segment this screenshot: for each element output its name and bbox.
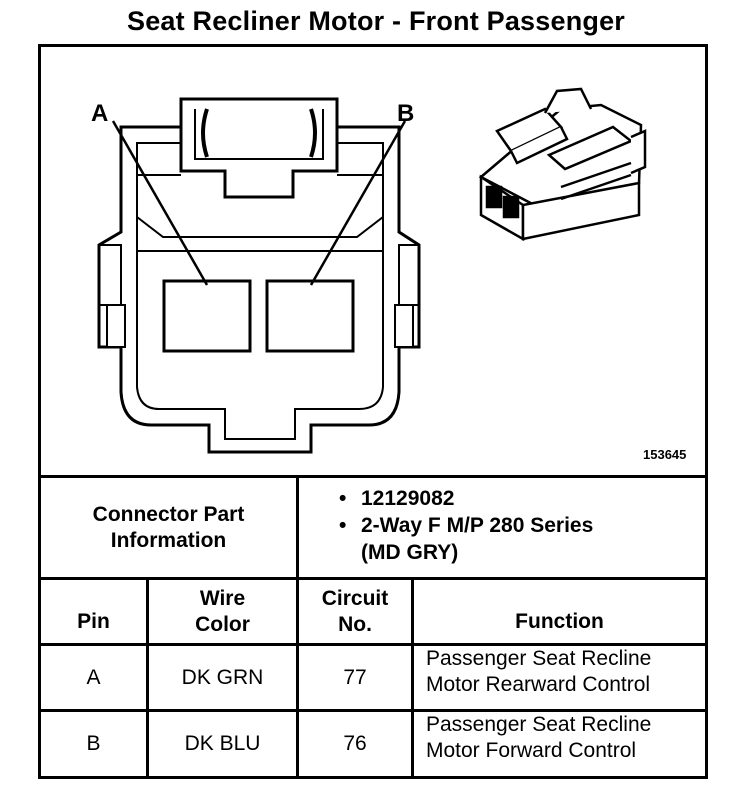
page-title: Seat Recliner Motor - Front Passenger bbox=[126, 6, 625, 36]
header-wire-color: Wire Color bbox=[195, 586, 250, 636]
connector-info-frame: A B 153645 Connector Part Information •1… bbox=[38, 44, 708, 779]
connector-perspective-view bbox=[478, 87, 647, 242]
divider-connector-info bbox=[41, 577, 705, 580]
row-a-pin: A bbox=[86, 665, 101, 689]
pin-label-b: B bbox=[397, 100, 414, 127]
connector-description: 2-Way F M/P 280 Series bbox=[361, 514, 594, 537]
terminal-cavity-a bbox=[162, 279, 252, 353]
row-a-wire-color: DK GRN bbox=[181, 665, 264, 689]
pin-label-a: A bbox=[91, 100, 108, 127]
figure-id: 153645 bbox=[643, 447, 687, 462]
leader-line-b bbox=[309, 120, 407, 286]
row-b-pin: B bbox=[86, 732, 101, 755]
terminal-cavity-b bbox=[265, 279, 355, 353]
row-a-circuit: 77 bbox=[343, 665, 367, 689]
connector-color: (MD GRY) bbox=[361, 541, 459, 564]
connector-diagram: A B bbox=[91, 87, 647, 454]
connector-face-inner bbox=[136, 142, 384, 440]
connector-part-info: •12129082 •2-Way F M/P 280 Series (MD GR… bbox=[339, 487, 594, 564]
row-b-circuit: 76 bbox=[343, 732, 367, 755]
row-a-function: Passenger Seat Recline Motor Rearward Co… bbox=[426, 647, 652, 696]
connector-part-info-label: Connector Part Information bbox=[92, 502, 245, 552]
part-number: 12129082 bbox=[361, 487, 455, 510]
header-pin: Pin bbox=[77, 610, 110, 633]
header-circuit-no: Circuit No. bbox=[321, 586, 389, 636]
connector-face-outline bbox=[97, 125, 421, 454]
connector-figure: A B 153645 bbox=[41, 47, 705, 475]
row-b-function: Passenger Seat Recline Motor Forward Con… bbox=[426, 713, 652, 762]
connector-latch bbox=[179, 97, 339, 199]
row-b-wire-color: DK BLU bbox=[184, 732, 261, 755]
leader-line-a bbox=[111, 120, 209, 286]
header-function: Function bbox=[515, 610, 604, 633]
divider-figure bbox=[41, 475, 705, 478]
